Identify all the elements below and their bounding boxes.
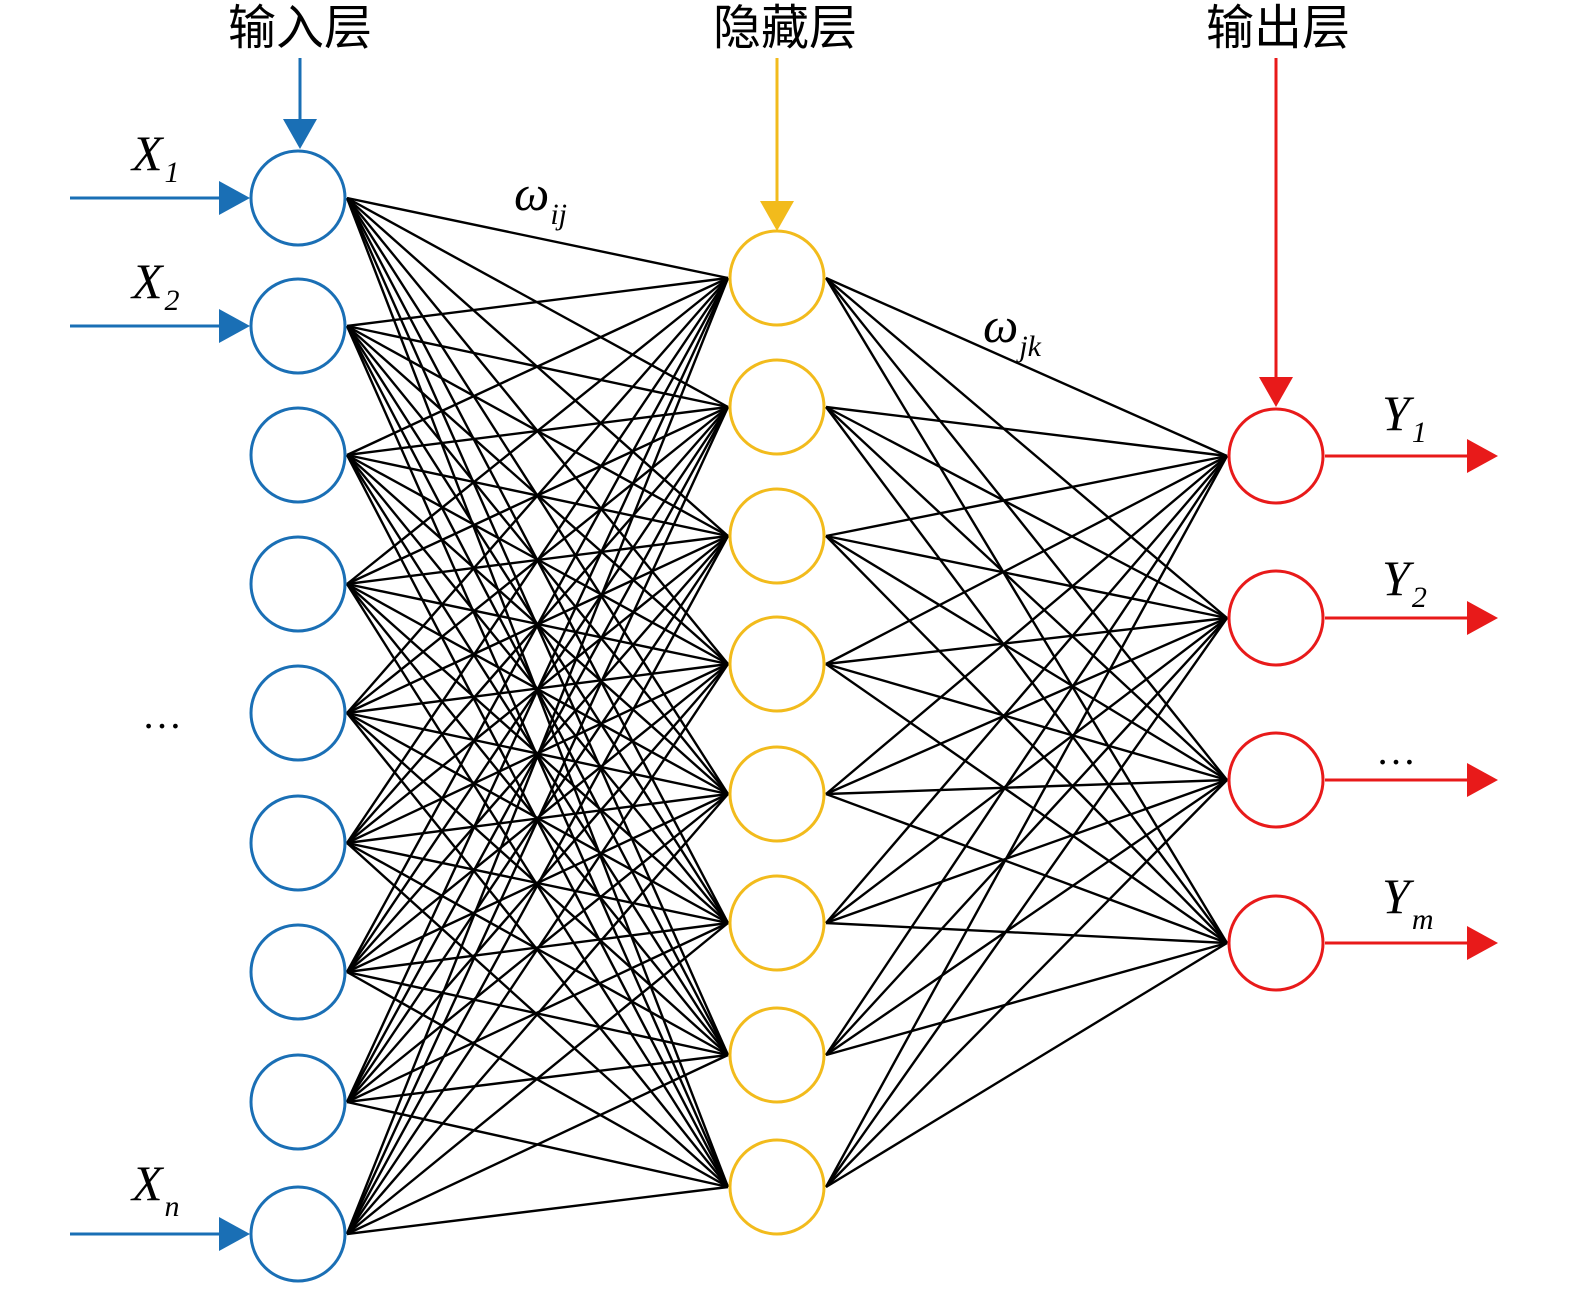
hidden-output-connection-6-4 xyxy=(825,921,1228,945)
hidden-output-connection-7-4 xyxy=(825,941,1228,1057)
output-arrow-y1 xyxy=(1325,439,1498,473)
output-neuron-3 xyxy=(1227,731,1325,829)
input-hidden-connection-5-1 xyxy=(346,277,729,714)
hidden-neuron-4 xyxy=(728,615,826,713)
hidden-output-connection-1-3 xyxy=(825,277,1228,781)
input-hidden-connection-9-3 xyxy=(345,535,730,1235)
hidden-neuron-5 xyxy=(728,745,826,843)
hidden-output-connection-8-3 xyxy=(825,779,1228,1188)
input-neuron-1 xyxy=(249,149,347,247)
hidden-neuron-2 xyxy=(728,358,826,456)
input-layer-title: 输入层 xyxy=(228,0,372,56)
hidden-neuron-3 xyxy=(728,487,826,585)
weight-label-ij: ωij xyxy=(514,165,567,231)
hidden-output-connection-8-4 xyxy=(825,941,1228,1189)
input-neuron-7 xyxy=(249,923,347,1021)
output-neuron-4 xyxy=(1227,894,1325,992)
input-arrow-x1 xyxy=(70,181,250,215)
input-hidden-connection-8-1 xyxy=(345,277,730,1103)
input-neuron-4 xyxy=(249,535,347,633)
hidden-output-connection-1-1 xyxy=(825,276,1228,458)
input-hidden-connection-4-1 xyxy=(346,277,729,585)
hidden-neuron-8 xyxy=(728,1138,826,1236)
input-hidden-connection-9-7 xyxy=(346,1053,729,1236)
hidden-output-connection-2-2 xyxy=(825,405,1228,620)
hidden-output-connection-1-4 xyxy=(824,277,1229,944)
output-label-y2: Y2 xyxy=(1382,550,1427,614)
hidden-neuron-6 xyxy=(728,874,826,972)
input-hidden-connection-9-1 xyxy=(345,277,730,1235)
hidden-output-connections xyxy=(824,276,1229,1189)
output-layer-arrow xyxy=(1259,58,1293,407)
input-neuron-8 xyxy=(249,1053,347,1151)
output-layer-title: 输出层 xyxy=(1206,0,1350,56)
input-hidden-connection-9-8 xyxy=(346,1185,729,1236)
hidden-output-connection-3-3 xyxy=(825,534,1228,782)
input-layer-arrow xyxy=(283,58,317,149)
input-neuron-3 xyxy=(249,406,347,504)
hidden-output-connection-6-2 xyxy=(825,617,1228,924)
hidden-neuron-1 xyxy=(728,229,826,327)
hidden-output-connection-6-3 xyxy=(825,778,1228,925)
input-hidden-connection-2-1 xyxy=(346,276,729,328)
hidden-neuron-7 xyxy=(728,1006,826,1104)
output-neuron-2 xyxy=(1227,569,1325,667)
input-arrow-x2 xyxy=(70,309,250,343)
input-hidden-connection-9-4 xyxy=(346,663,729,1235)
hidden-output-connection-3-4 xyxy=(825,535,1228,944)
input-hidden-connection-1-1 xyxy=(346,196,729,280)
input-hidden-connection-9-6 xyxy=(346,922,729,1235)
input-arrow-xn xyxy=(70,1217,250,1251)
hidden-output-connection-5-4 xyxy=(825,792,1228,945)
hidden-output-connection-4-4 xyxy=(825,663,1228,944)
output-ellipsis: … xyxy=(1376,728,1416,773)
hidden-output-connection-6-1 xyxy=(825,455,1228,924)
hidden-output-connection-7-1 xyxy=(825,455,1228,1056)
input-hidden-connection-7-1 xyxy=(345,277,730,973)
hidden-output-connection-4-2 xyxy=(825,616,1228,666)
output-neuron-1 xyxy=(1227,407,1325,505)
input-hidden-connection-9-5 xyxy=(346,793,729,1235)
output-arrow-ellipsis xyxy=(1325,763,1498,797)
hidden-output-connection-4-1 xyxy=(825,454,1228,666)
hidden-output-connection-8-2 xyxy=(825,617,1228,1188)
input-label-xn: Xn xyxy=(130,1155,180,1223)
output-arrow-ym xyxy=(1325,926,1498,960)
output-label-ym: Ym xyxy=(1382,868,1433,936)
input-neuron-5 xyxy=(249,664,347,762)
output-arrow-y2 xyxy=(1325,601,1498,635)
input-label-x2: X2 xyxy=(130,253,180,317)
hidden-output-connection-5-3 xyxy=(825,778,1228,796)
hidden-output-connection-5-2 xyxy=(825,616,1228,796)
output-layer-neurons xyxy=(1227,407,1325,992)
hidden-output-connection-7-3 xyxy=(825,779,1228,1056)
hidden-output-connection-5-1 xyxy=(825,455,1228,795)
input-label-x1: X1 xyxy=(130,125,180,189)
input-neuron-9 xyxy=(249,1185,347,1283)
input-neuron-2 xyxy=(249,277,347,375)
weight-label-jk: ωjk xyxy=(983,297,1042,363)
input-hidden-connection-6-1 xyxy=(346,277,729,844)
hidden-output-connection-2-3 xyxy=(825,406,1228,781)
hidden-output-connection-3-2 xyxy=(825,534,1228,620)
hidden-layer-neurons xyxy=(728,229,826,1236)
hidden-output-connection-8-1 xyxy=(824,455,1229,1188)
hidden-output-connection-1-2 xyxy=(825,277,1228,619)
hidden-layer-arrow xyxy=(760,58,794,231)
hidden-output-connection-3-1 xyxy=(825,454,1228,538)
input-neuron-6 xyxy=(249,794,347,892)
hidden-output-connection-7-2 xyxy=(825,617,1228,1056)
hidden-output-connection-4-3 xyxy=(825,662,1228,782)
hidden-layer-title: 隐藏层 xyxy=(713,0,857,56)
input-hidden-connections xyxy=(345,196,730,1236)
output-label-y1: Y1 xyxy=(1382,385,1427,449)
input-layer-neurons xyxy=(249,149,347,1283)
input-hidden-connection-9-2 xyxy=(345,406,730,1235)
hidden-output-connection-2-4 xyxy=(825,406,1228,944)
hidden-output-connection-2-1 xyxy=(825,405,1228,458)
input-ellipsis: … xyxy=(142,692,182,737)
input-hidden-connection-3-1 xyxy=(346,276,729,457)
